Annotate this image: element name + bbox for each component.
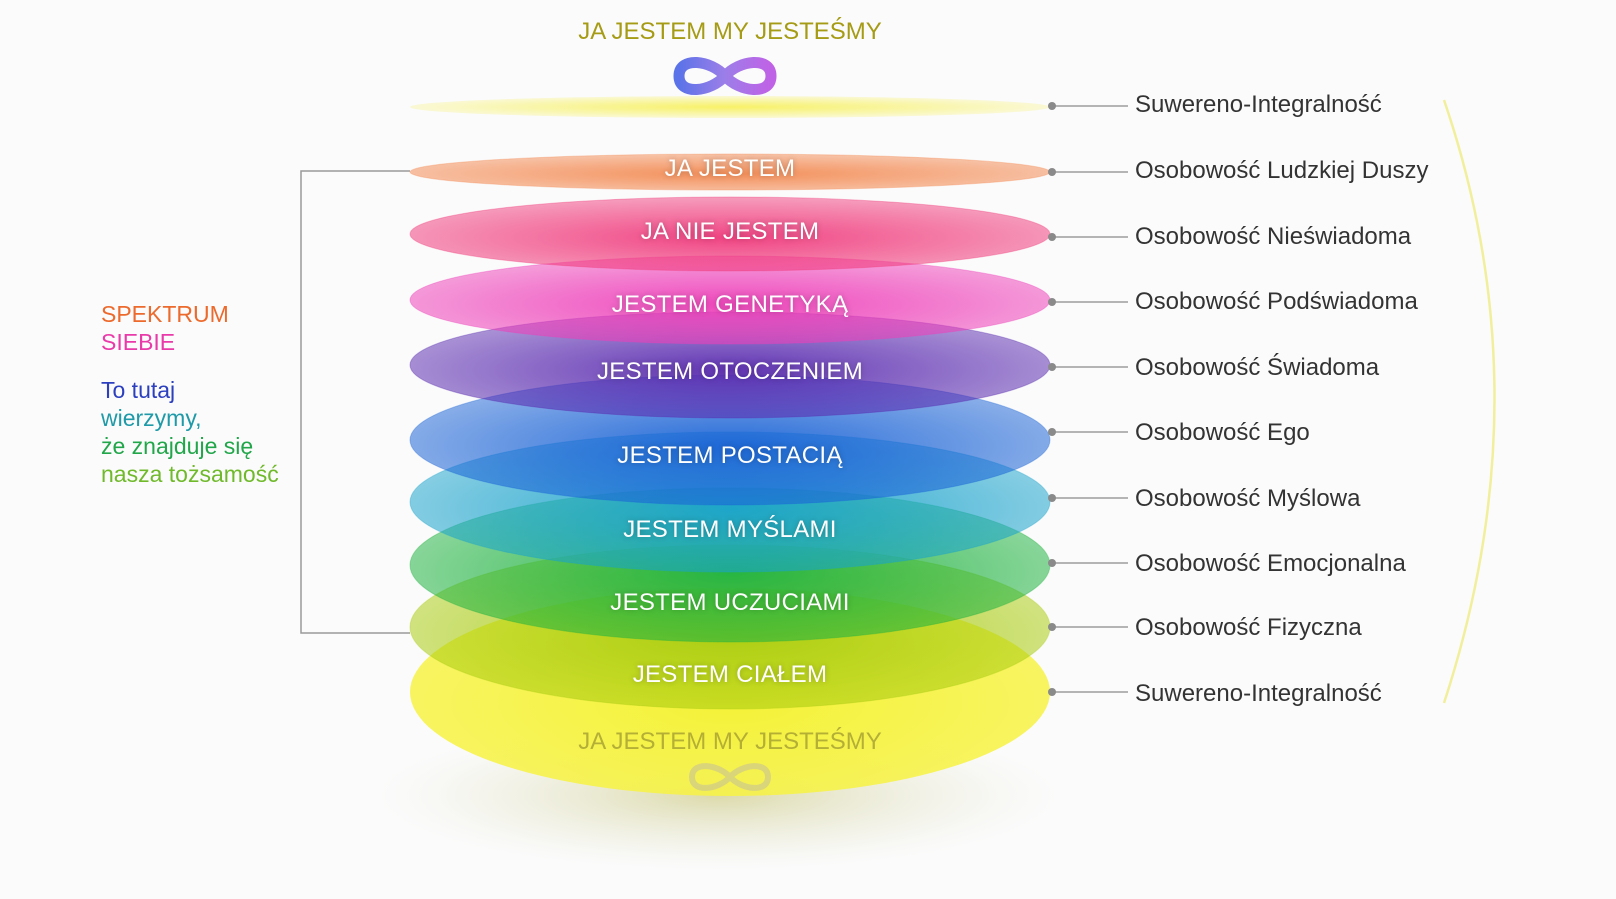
- layer-label-postacia: JESTEM POSTACIĄ: [617, 442, 843, 469]
- connector-dot: [1048, 688, 1056, 696]
- side-label-swiadoma: Osobowość Świadoma: [1135, 354, 1380, 381]
- note-line-4: nasza tożsamość: [101, 461, 279, 487]
- connector-dot: [1048, 168, 1056, 176]
- connector-dot: [1048, 494, 1056, 502]
- layer-label-ja-jestem: JA JESTEM: [664, 155, 796, 182]
- layer-label-otoczeniem: JESTEM OTOCZENIEM: [596, 358, 863, 385]
- top-disc: [410, 96, 1050, 118]
- spektrum-label: SPEKTRUM: [101, 301, 229, 327]
- infinity-icon: [673, 57, 777, 95]
- side-label-ego: Osobowość Ego: [1135, 419, 1310, 446]
- connector-dot: [1048, 428, 1056, 436]
- bottom-title: JA JESTEM MY JESTEŚMY: [578, 728, 882, 755]
- layer-label-uczuciami: JESTEM UCZUCIAMI: [610, 589, 850, 616]
- spektrum-heading: SPEKTRUM SIEBIE: [101, 300, 229, 356]
- layer-label-cialem: JESTEM CIAŁEM: [632, 661, 828, 688]
- layer-label-myslami: JESTEM MYŚLAMI: [623, 516, 837, 543]
- identity-note: To tutaj wierzymy, że znajduje się nasza…: [101, 376, 279, 488]
- connector-dot: [1048, 623, 1056, 631]
- infinity-icon: [688, 763, 772, 791]
- side-label-fizyczna: Osobowość Fizyczna: [1135, 614, 1362, 641]
- connector-dot: [1048, 102, 1056, 110]
- connector-lines: [1048, 102, 1128, 696]
- connector-dot: [1048, 233, 1056, 241]
- side-label-nieswiadoma: Osobowość Nieświadoma: [1135, 223, 1412, 250]
- right-arc-bracket: [1442, 99, 1496, 704]
- connector-dot: [1048, 298, 1056, 306]
- connector-dot: [1048, 363, 1056, 371]
- connector-dot: [1048, 559, 1056, 567]
- left-bracket: [300, 170, 410, 634]
- top-title: JA JESTEM MY JESTEŚMY: [578, 18, 882, 45]
- note-line-1: To tutaj: [101, 377, 176, 403]
- layer-discs: [409, 153, 1051, 710]
- side-label-podswiadoma: Osobowość Podświadoma: [1135, 288, 1418, 315]
- side-label-myslowa: Osobowość Myślowa: [1135, 485, 1361, 512]
- side-label-ludzkiej-duszy: Osobowość Ludzkiej Duszy: [1135, 157, 1429, 184]
- layer-label-genetyka: JESTEM GENETYKĄ: [611, 291, 849, 318]
- note-line-3: że znajduje się: [101, 433, 254, 459]
- side-label-suwereno-bottom: Suwereno-Integralność: [1135, 680, 1382, 707]
- siebie-label: SIEBIE: [101, 329, 176, 355]
- layer-label-ja-nie-jestem: JA NIE JESTEM: [640, 218, 820, 245]
- side-label-suwereno-top: Suwereno-Integralność: [1135, 91, 1382, 118]
- side-label-emocjonalna: Osobowość Emocjonalna: [1135, 550, 1406, 577]
- note-line-2: wierzymy,: [101, 405, 202, 431]
